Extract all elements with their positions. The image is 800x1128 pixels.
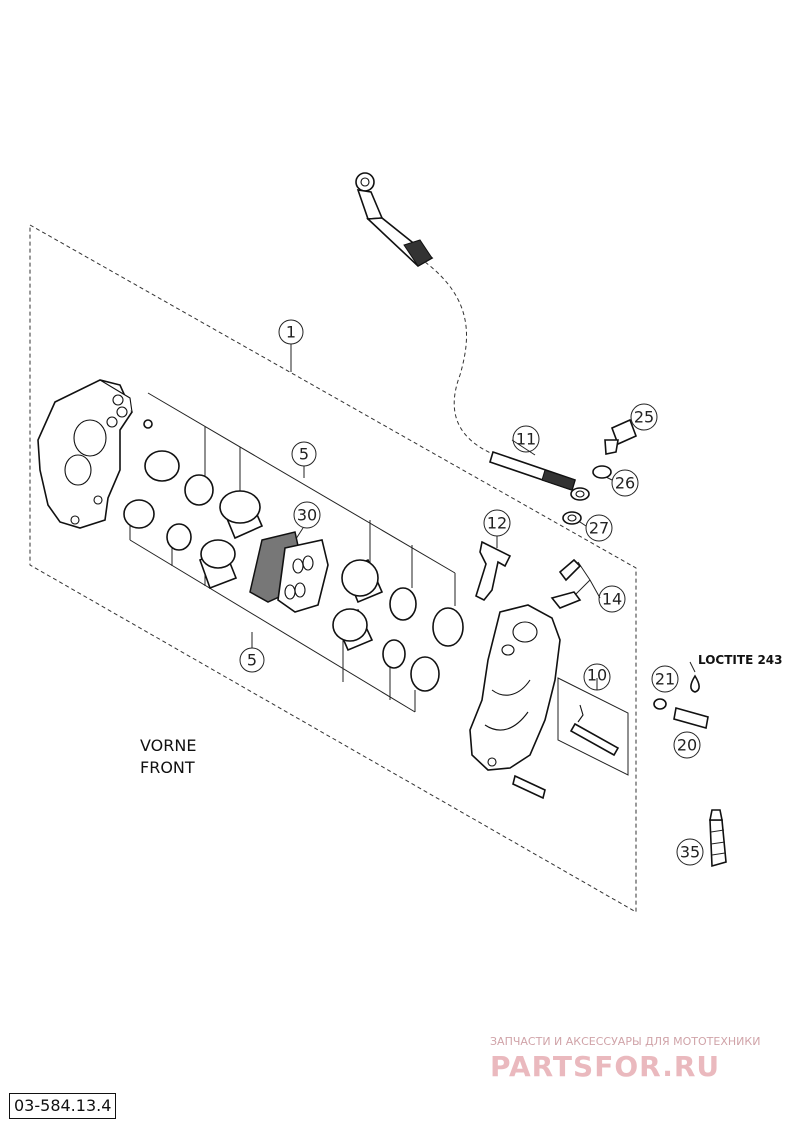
kit-10 xyxy=(557,677,629,776)
svg-text:11: 11 xyxy=(516,430,536,449)
caliper-screw xyxy=(512,774,546,800)
label-vorne: VORNE xyxy=(140,736,196,755)
caliper-half-left xyxy=(37,379,133,529)
callout-26: 26 xyxy=(611,469,639,497)
label-front: FRONT xyxy=(140,758,195,777)
pistons-left xyxy=(199,490,264,590)
loctite-tube xyxy=(709,809,727,868)
svg-text:35: 35 xyxy=(680,843,700,862)
callout-35: 35 xyxy=(676,838,704,866)
label-loctite: LOCTITE 243 xyxy=(698,653,783,667)
pistons-right xyxy=(332,558,384,652)
bleeder-valve xyxy=(550,558,582,609)
svg-text:20: 20 xyxy=(677,736,697,755)
brake-pads xyxy=(249,531,329,613)
svg-text:12: 12 xyxy=(487,514,507,533)
leader-lines xyxy=(251,344,696,690)
svg-text:30: 30 xyxy=(297,506,317,525)
callout-11: 11 xyxy=(512,425,540,453)
svg-text:27: 27 xyxy=(589,519,609,538)
svg-text:5: 5 xyxy=(299,445,309,464)
kit-5-bracket-lines xyxy=(129,392,456,713)
callout-5-bottom: 5 xyxy=(239,647,265,673)
callout-25: 25 xyxy=(630,403,658,431)
svg-text:14: 14 xyxy=(602,590,622,609)
callout-30: 30 xyxy=(293,501,321,529)
loctite-drop xyxy=(690,674,700,693)
svg-text:10: 10 xyxy=(587,666,607,685)
callout-5-top: 5 xyxy=(291,441,317,467)
drawing-code: 03-584.13.4 xyxy=(9,1093,117,1119)
bridge-12 xyxy=(475,540,512,602)
callout-14: 14 xyxy=(598,585,626,613)
svg-text:1: 1 xyxy=(286,323,296,342)
washer-21 xyxy=(653,698,667,710)
washer-26 xyxy=(592,465,612,479)
callout-21: 21 xyxy=(651,665,679,693)
svg-text:26: 26 xyxy=(615,474,635,493)
watermark-tagline: ЗАПЧАСТИ И АКСЕССУАРЫ ДЛЯ МОТОТЕХНИКИ xyxy=(490,1035,760,1048)
svg-text:21: 21 xyxy=(655,670,675,689)
callout-20: 20 xyxy=(673,731,701,759)
callout-12: 12 xyxy=(483,509,511,537)
seal-rings-right xyxy=(382,587,464,692)
watermark-brand: PARTSFOR.RU xyxy=(490,1050,720,1083)
callout-10: 10 xyxy=(583,663,611,691)
caliper-half-right xyxy=(469,604,561,771)
seal-rings-left xyxy=(123,419,214,551)
callout-27: 27 xyxy=(585,514,613,542)
brake-hose xyxy=(355,172,590,501)
svg-text:5: 5 xyxy=(247,651,257,670)
banjo-bolt xyxy=(604,418,638,455)
callout-1: 1 xyxy=(278,319,304,345)
screw-20 xyxy=(673,706,709,730)
assembly-frame xyxy=(29,224,637,913)
svg-text:25: 25 xyxy=(634,408,654,427)
